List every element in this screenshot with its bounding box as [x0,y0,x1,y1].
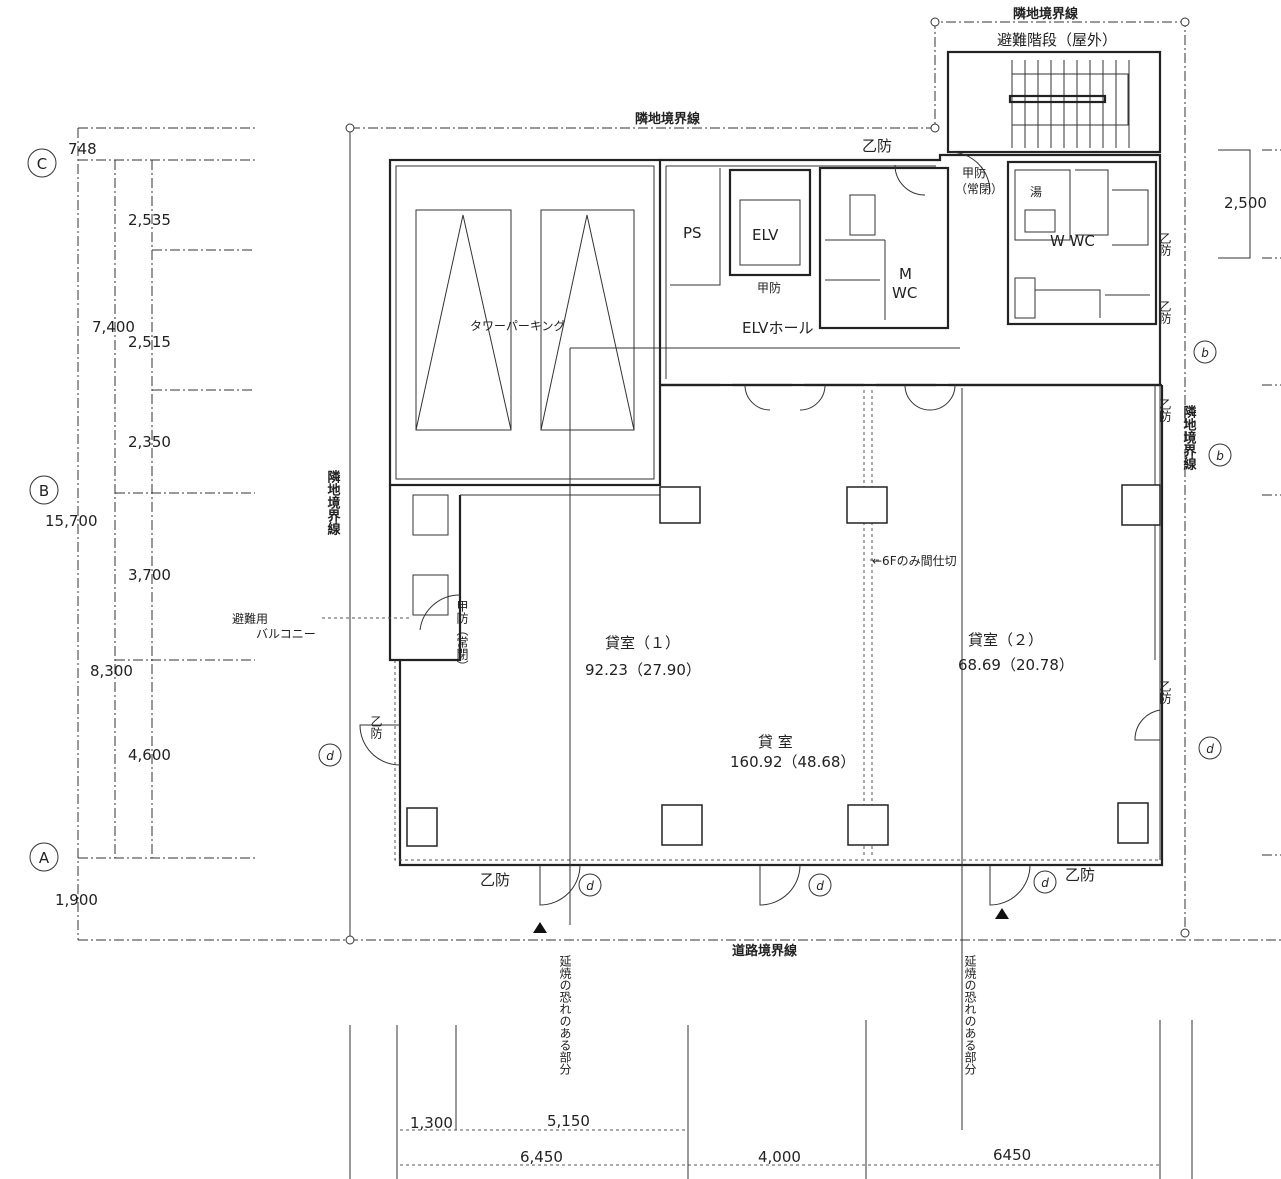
boundary-label-road: 道路境界線 [732,943,798,959]
door-label-otsubo: 乙防 [1065,866,1095,884]
door-label-otsubo: 乙防 [369,715,383,739]
yu-label: 湯 [1030,185,1042,199]
dim-1300: 1,300 [410,1114,453,1132]
dim-2535: 2,535 [128,211,171,229]
dim-4000: 4,000 [758,1148,801,1166]
grid-marker-a [29,842,59,872]
rent-room-area: 160.92（48.68） [730,753,855,771]
fire-spread-note-right: 延焼の恐れのある部分 [963,955,977,1076]
left-dimensions [77,127,255,940]
dim-1900: 1,900 [55,891,98,909]
m-wc-label-2: WC [892,284,917,302]
elv-hall-label: ELVホール [742,319,813,337]
rent-room-1-name: 貸室（１） [605,634,680,652]
dim-6450-right: 6450 [993,1146,1031,1164]
boundary-label-left: 隣地境界線 [325,469,341,536]
door-label-kobo: 甲防 [757,280,781,295]
grid-label-a: A [39,849,50,867]
dim-5150: 5,150 [547,1112,590,1130]
boundary-label-top: 隣地境界線 [635,111,701,127]
grid-label-c: C [37,155,47,173]
grid-marker-c [27,148,57,178]
marker-b: b [1201,346,1209,360]
rent-room-2-area: 68.69（20.78） [958,656,1074,674]
door-label-kobo-closed: 甲防（常閉） [455,600,469,672]
entrance-arrow [533,922,547,933]
dim-8300: 8,300 [90,662,133,680]
dim-2515: 2,515 [128,333,171,351]
door-label-otsubo: 乙防 [1158,680,1172,704]
building-walls [359,50,1164,1130]
columns [406,484,1161,847]
stair-label: 避難階段（屋外） [997,31,1117,49]
m-wc-label-1: M [899,265,912,283]
marker-d: d [586,879,594,893]
door-label-kobo-closed-1: 甲防 [962,165,986,180]
right-grid-ticks [1262,149,1281,856]
site-boundary [78,17,1281,945]
partition-note: ←6Fのみ間仕切 [872,554,957,568]
rent-room-1-area: 92.23（27.90） [585,661,701,679]
bottom-dimensions [349,1020,1193,1179]
door-label-otsubo: 乙防 [862,137,892,155]
door-label-otsubo: 乙防 [1158,398,1172,422]
w-wc-label: W WC [1050,232,1095,250]
marker-d: d [326,749,334,763]
door-label-kobo-closed-2: （常閉） [955,182,1003,196]
boundary-label-right: 隣地境界線 [1181,404,1197,471]
marker-d: d [816,879,824,893]
entrance-arrow [995,908,1009,919]
dim-2500: 2,500 [1224,194,1267,212]
door-label-otsubo: 乙防 [1158,232,1172,256]
door-label-otsubo: 乙防 [480,871,510,889]
fire-spread-note-left: 延焼の恐れのある部分 [558,955,572,1076]
grid-label-b: B [39,482,49,500]
marker-d: d [1041,876,1049,890]
rent-room-name: 貸 室 [758,733,793,751]
dim-15700: 15,700 [45,512,98,530]
dim-748: 748 [68,140,97,158]
marker-b: b [1216,449,1224,463]
door-label-otsubo: 乙防 [1158,300,1172,324]
dim-4600: 4,600 [128,746,171,764]
rent-room-2-name: 貸室（２） [968,631,1043,649]
marker-d: d [1206,742,1214,756]
dim-7400: 7,400 [92,318,135,336]
door-type-markers [318,340,1232,897]
dim-2350: 2,350 [128,433,171,451]
balcony-label-1: 避難用 [232,611,268,626]
balcony-label-2: バルコニー [256,627,316,641]
grid-marker-b [29,475,59,505]
dim-3700: 3,700 [128,566,171,584]
tower-parking-label: タワーパーキング [470,319,566,333]
boundary-label-top-right: 隣地境界線 [1013,6,1079,22]
dim-6450-left: 6,450 [520,1148,563,1166]
elv-label: ELV [752,226,779,244]
ps-label: PS [683,224,702,242]
right-dimension-line [1218,149,1251,259]
